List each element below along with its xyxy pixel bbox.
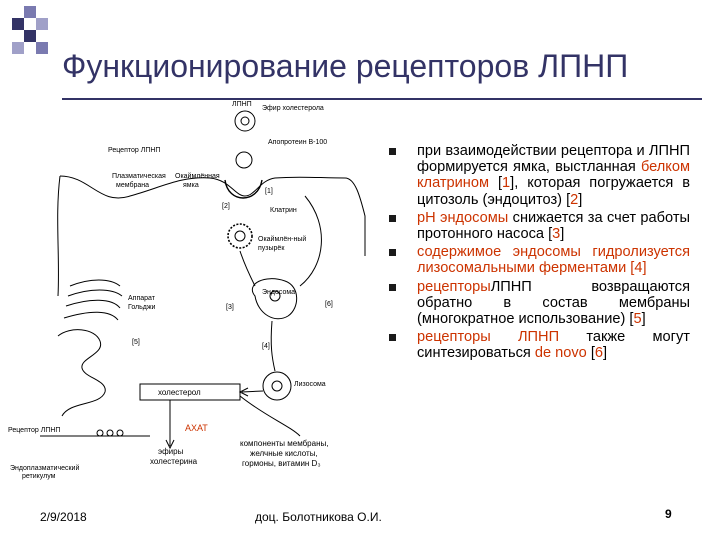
- label-er-1: Эндоплазматический: [10, 464, 79, 472]
- label-coated-pit-2: ямка: [183, 182, 199, 189]
- bullet-square-icon: [389, 283, 396, 291]
- slide-title: Функционирование рецепторов ЛПНП: [62, 48, 629, 84]
- plasma-membrane: [59, 175, 366, 256]
- highlighted-text: 3: [552, 226, 561, 243]
- bullet-item: при взаимодействии рецептора и ЛПНП форм…: [385, 143, 690, 208]
- label-plasma-membrane-1: Плазматическая: [112, 173, 166, 180]
- endosome: [252, 278, 298, 320]
- bullet-text: ]: [578, 191, 583, 208]
- ldl-receptor-diagram: ЛПНП Эфир холестерола Апопротеин В-100 Р…: [8, 101, 366, 480]
- bullet-item: рН эндосомы снижается за счет работы про…: [385, 210, 690, 242]
- bullet-text: ]: [603, 345, 608, 362]
- label-ldl: ЛПНП: [232, 101, 252, 108]
- label-plasma-membrane-2: мембрана: [116, 181, 149, 189]
- highlighted-text: de novo: [534, 345, 587, 362]
- highlighted-text: ]: [642, 260, 647, 277]
- bullet-square-icon: [389, 214, 396, 222]
- lysosome: [262, 371, 292, 401]
- label-cholesterol: холестерол: [158, 388, 201, 397]
- bullet-text: ], которая погружается в цитозоль (эндоц…: [417, 175, 690, 208]
- recycle-arrow: [299, 195, 322, 287]
- title-underline: [62, 98, 702, 100]
- bullet-text: [532, 279, 592, 295]
- bullet-item: рецепторы ЛПНП также могут синтезировать…: [385, 329, 690, 361]
- label-endosome: Эндосома: [262, 289, 295, 296]
- footer-date: 2/9/2018: [40, 510, 87, 524]
- bullet-text: ]: [641, 311, 646, 328]
- ldl-particle: [234, 110, 256, 132]
- page-number: 9: [665, 507, 672, 521]
- bullet-square-icon: [389, 249, 396, 257]
- bullet-square-icon: [389, 334, 396, 342]
- coated-pit: [224, 179, 263, 199]
- highlighted-text: 4: [634, 260, 643, 277]
- highlighted-text: белком клатрином: [417, 159, 690, 192]
- bullet-text: при взаимодействии рецептора и ЛПНП форм…: [417, 143, 690, 176]
- label-ldl-receptor-er: Рецептор ЛПНП: [8, 427, 60, 434]
- label-step-6: [6]: [325, 301, 333, 308]
- bullet-item: содержимое эндосомы гидролизуется лизосо…: [385, 244, 690, 276]
- bullet-text: за счет работы протонного насоса [: [417, 209, 690, 243]
- highlighted-text: рецепторы ЛПНП: [417, 329, 587, 346]
- highlighted-text: рецепторы: [417, 278, 491, 295]
- ldl-in-pit: [235, 151, 253, 169]
- corner-squares-logo: [12, 6, 48, 54]
- bullet-text: ЛПНП: [490, 278, 532, 295]
- label-apoprotein: Апопротеин В-100: [268, 139, 327, 146]
- highlighted-text: 5: [633, 311, 642, 328]
- bullet-text: ]: [560, 226, 565, 243]
- label-acat: АХАТ: [185, 423, 208, 433]
- label-golgi-1: Аппарат: [128, 295, 156, 302]
- label-coated-vesicle-1: Окаймлён-ный: [258, 235, 306, 243]
- bullet-square-icon: [389, 148, 396, 155]
- cell-left-wall: [57, 175, 61, 297]
- highlighted-text: 2: [570, 191, 579, 208]
- label-esters-1: эфиры: [158, 447, 184, 456]
- lysosome-arrow: [270, 320, 276, 372]
- label-step-1: [1]: [265, 188, 273, 195]
- label-esters-2: холестерина: [150, 457, 198, 466]
- label-step-4: [4]: [262, 343, 270, 350]
- golgi-stack: [63, 279, 123, 321]
- endocytosis-arrow: [239, 250, 256, 287]
- highlighted-text: рН эндосомы: [417, 209, 513, 226]
- highlighted-text: 1: [502, 175, 511, 192]
- label-lysosome: Лизосома: [294, 381, 326, 388]
- highlighted-text: 6: [594, 345, 603, 362]
- label-step-3-left: [3]: [226, 304, 234, 311]
- label-ldl-receptor-top: Рецептор ЛПНП: [108, 147, 160, 154]
- label-components-2: желчные кислоты,: [250, 449, 318, 458]
- bullet-text: также могут синтезироваться: [417, 329, 690, 362]
- bullet-list: при взаимодействии рецептора и ЛПНП форм…: [385, 143, 690, 364]
- bullet-text: [: [489, 175, 503, 192]
- label-step-2: [2]: [222, 203, 230, 210]
- coated-vesicle: [227, 223, 253, 249]
- label-step-5: [5]: [132, 339, 140, 346]
- label-golgi-2: Гольджи: [128, 304, 156, 311]
- bullet-text: [: [586, 345, 595, 362]
- footer-author: доц. Болотникова О.И.: [255, 510, 382, 524]
- label-coated-vesicle-2: пузырёк: [258, 245, 285, 252]
- label-components-1: компоненты мембраны,: [240, 439, 328, 448]
- label-coated-pit-1: Окаймлённая: [175, 172, 220, 180]
- bullet-text: снижается: [512, 209, 584, 226]
- label-components-3: гормоны, витамин D₃: [242, 459, 321, 468]
- label-er-2: ретикулум: [22, 473, 56, 480]
- bullet-item: рецепторыЛПНП возвращаются обратно в сос…: [385, 279, 690, 328]
- bullet-text: обратно в состав мембраны (многократное …: [417, 294, 690, 328]
- er-folds: [57, 329, 106, 417]
- bullet-text: возвращаются: [591, 278, 690, 295]
- label-clathrin: Клатрин: [270, 207, 297, 214]
- highlighted-text: содержимое эндосомы гидролизуется лизосо…: [417, 244, 690, 277]
- label-cholesterol-ester: Эфир холестерола: [262, 105, 324, 112]
